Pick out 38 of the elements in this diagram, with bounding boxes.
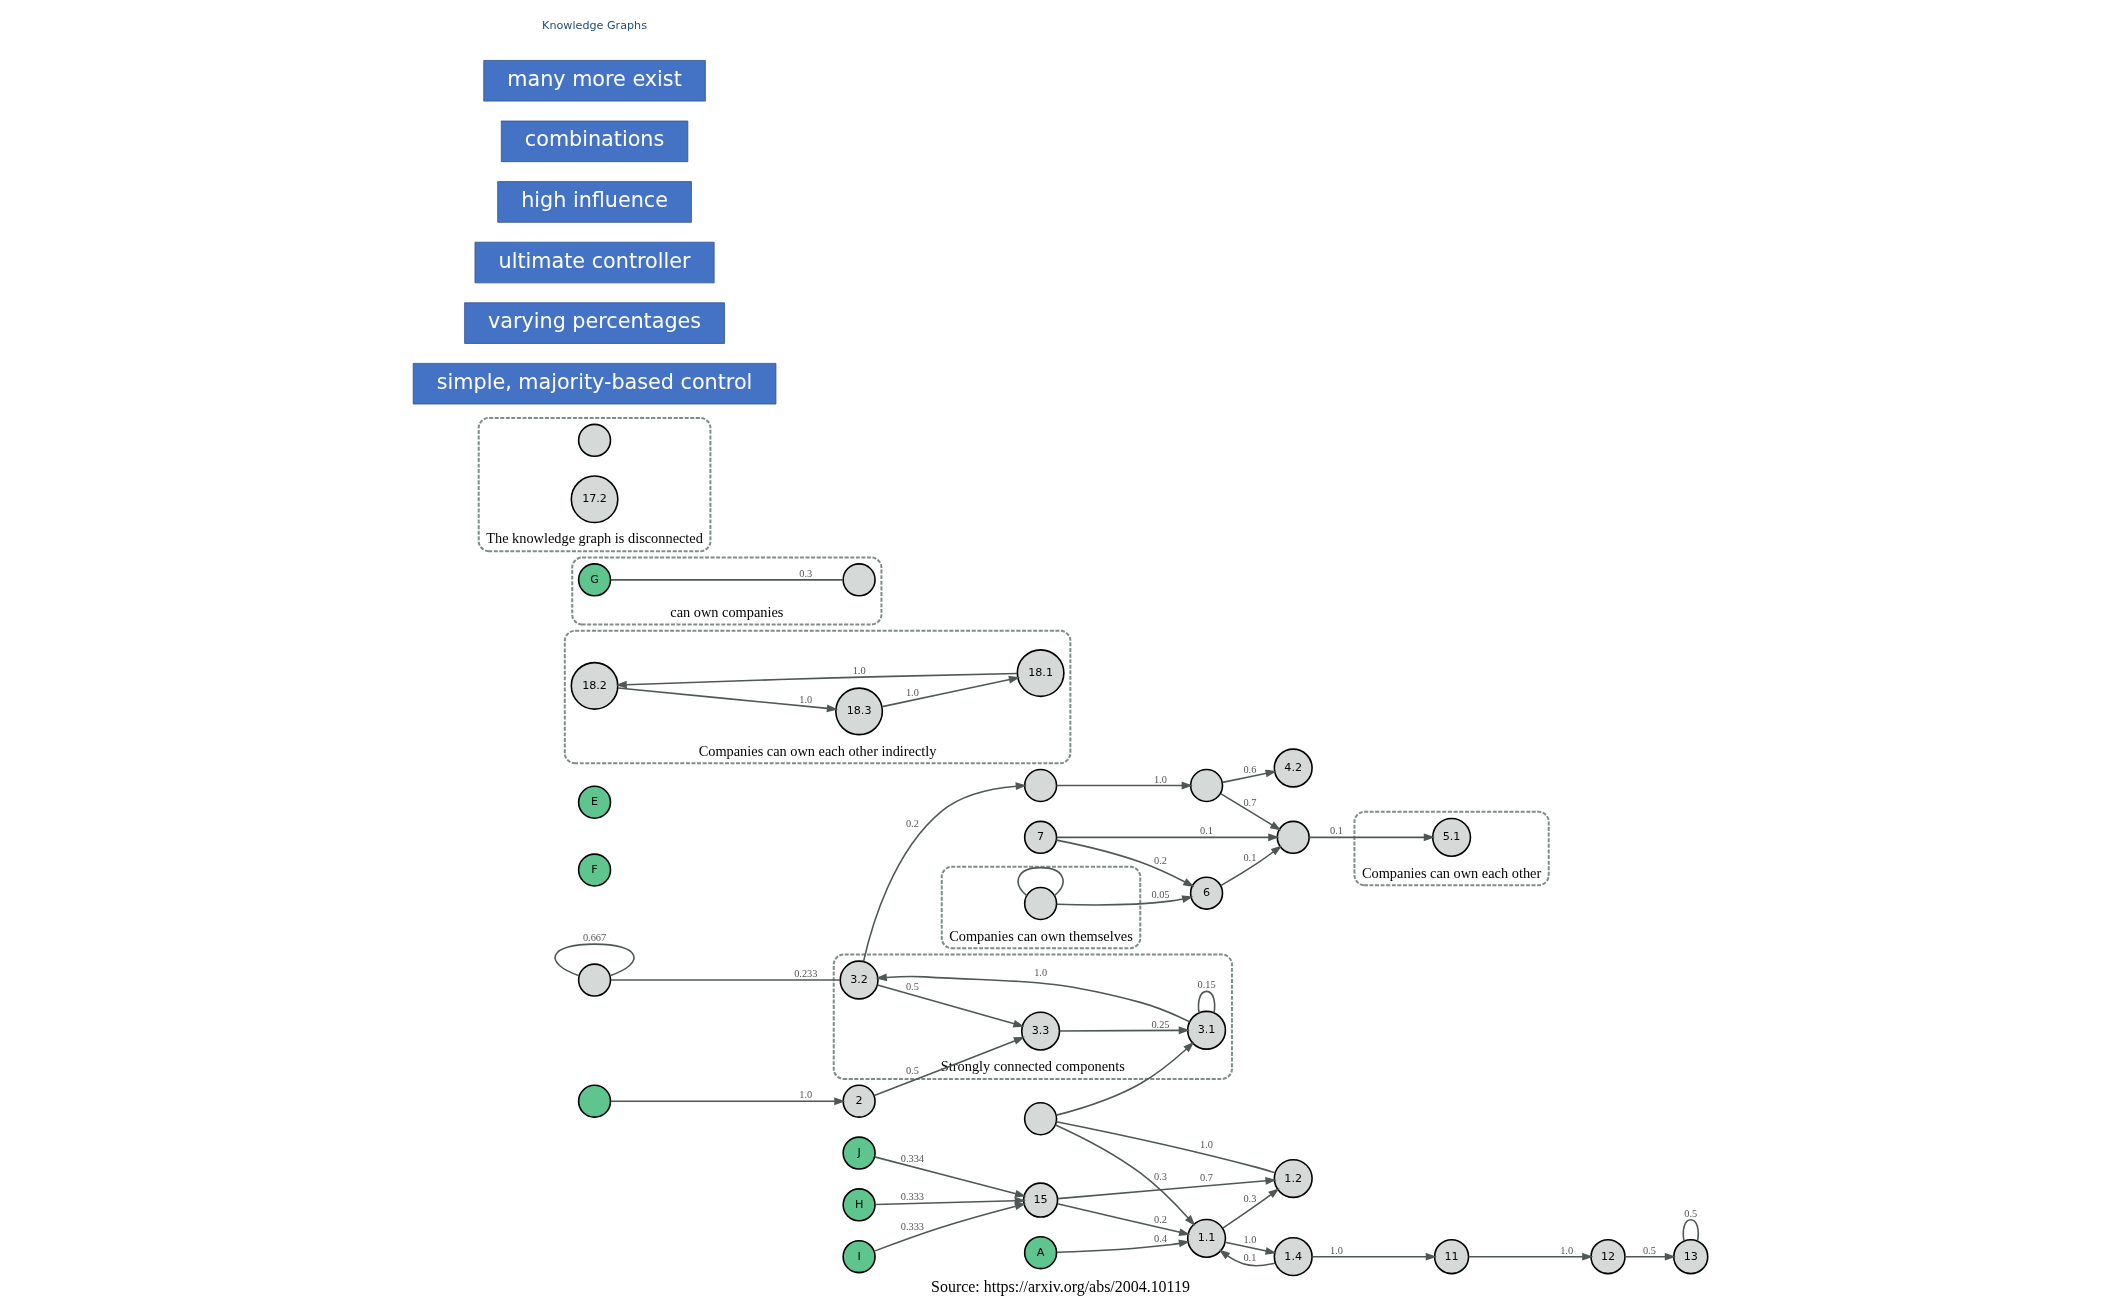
edge-label: 0.667 bbox=[582, 932, 607, 944]
edge-label: 1.0 bbox=[1153, 773, 1167, 785]
label: Knowledge Graphs bbox=[542, 18, 648, 32]
edge-label: 0.333 bbox=[900, 1190, 925, 1202]
edge-label: 0.05 bbox=[1151, 889, 1170, 901]
caption: Source: https://arxiv.org/abs/2004.10119 bbox=[931, 1277, 1190, 1295]
edge-label: 0.1 bbox=[1200, 825, 1214, 837]
edge-label: 1.0 bbox=[799, 693, 813, 705]
edge-label: 0.5 bbox=[905, 1065, 919, 1077]
edge-label: 1.0 bbox=[1200, 1138, 1214, 1150]
edge-label: 0.5 bbox=[905, 980, 919, 992]
edge-label: 0.1 bbox=[1243, 851, 1257, 863]
edge-label: 0.2 bbox=[1153, 854, 1167, 866]
edge-label: 0.7 bbox=[1200, 1172, 1214, 1184]
edge-label: 1.0 bbox=[1034, 966, 1048, 978]
edge-label: 1.0 bbox=[852, 665, 866, 677]
edge-label: 1.0 bbox=[1330, 1244, 1343, 1256]
edge-label: 0.7 bbox=[1243, 796, 1257, 808]
edge-label: 0.333 bbox=[900, 1220, 925, 1232]
edge-label: 0.3 bbox=[799, 567, 813, 579]
edge-label: 1.0 bbox=[1560, 1244, 1574, 1256]
edge-label: 0.15 bbox=[1197, 979, 1216, 991]
edge-label: 1.0 bbox=[1243, 1234, 1257, 1246]
edge-label: 0.3 bbox=[1153, 1170, 1167, 1182]
edge-label: 0.1 bbox=[1243, 1251, 1257, 1263]
edge-label: 0.25 bbox=[1151, 1019, 1170, 1031]
edge-label: 0.6 bbox=[1243, 764, 1257, 776]
edge-label: 0.334 bbox=[900, 1153, 925, 1165]
edge-label: 0.5 bbox=[1642, 1244, 1656, 1256]
edge-label: 0.233 bbox=[794, 968, 818, 980]
edge-label: 0.3 bbox=[1243, 1192, 1257, 1204]
edge-label: 0.1 bbox=[1330, 825, 1343, 837]
edge-label: 0.4 bbox=[1153, 1232, 1167, 1244]
edge-label: 1.0 bbox=[799, 1089, 813, 1101]
edge-label: 0.5 bbox=[1684, 1207, 1698, 1219]
edge-label: 1.0 bbox=[905, 686, 919, 698]
edge-label: 0.2 bbox=[1153, 1213, 1167, 1225]
edge-label: 0.2 bbox=[905, 817, 919, 829]
